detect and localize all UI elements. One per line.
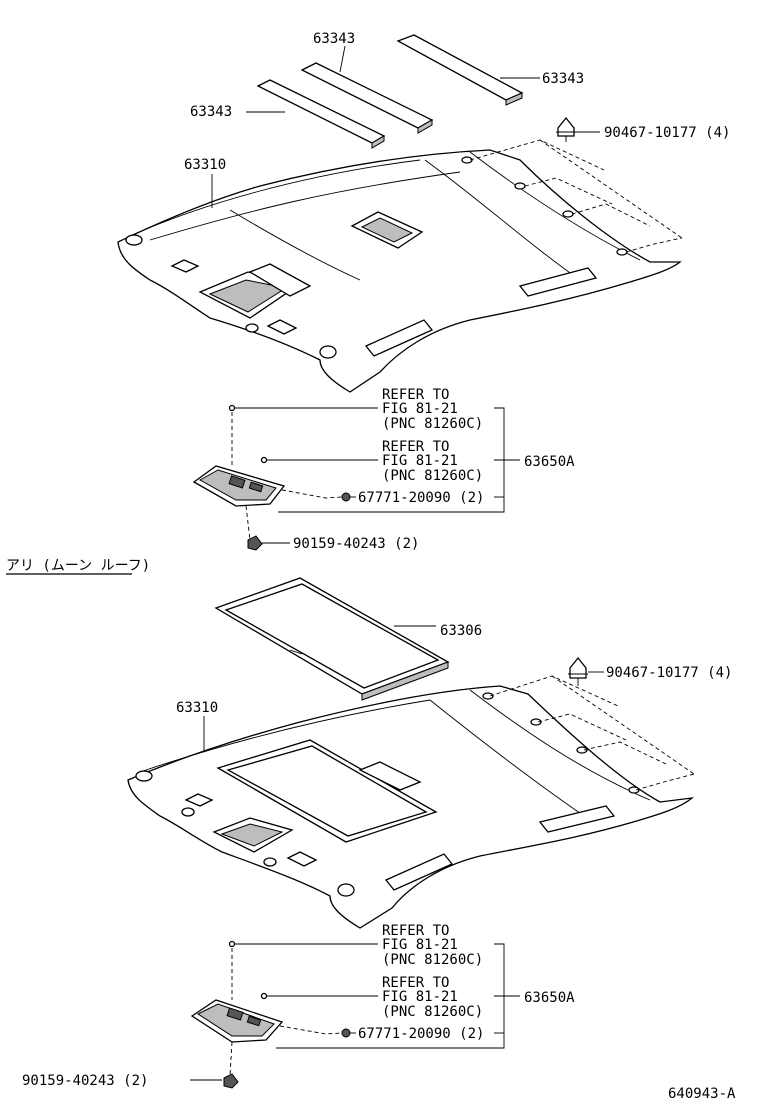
nut-label-lower: 67771-20090 (2) xyxy=(358,1026,484,1042)
screw-label-lower: 90159-40243 (2) xyxy=(22,1073,148,1089)
sound-pad-right xyxy=(396,34,524,106)
headliner-label-upper: 63310 xyxy=(184,157,226,173)
figure-code: 640943-A xyxy=(668,1086,736,1102)
pad-label-3: 63343 xyxy=(190,104,232,120)
refer-upper-2-line-2: FIG 81-21 xyxy=(382,453,458,469)
refer-lower-2-line-3: (PNC 81260C) xyxy=(382,1004,483,1020)
sound-pad-left xyxy=(256,79,386,149)
headliner-label-lower: 63310 xyxy=(176,700,218,716)
clip-lower xyxy=(568,656,588,686)
section-heading: アリ (ムーン ルーフ) xyxy=(6,558,150,574)
panel-label-lower: 63306 xyxy=(440,623,482,639)
screw-label-upper: 90159-40243 (2) xyxy=(293,536,419,552)
refer-upper-1-line-3: (PNC 81260C) xyxy=(382,416,483,432)
refer-lower-2-line-1: REFER TO xyxy=(382,975,449,991)
sunshade-panel xyxy=(214,577,450,701)
clip-label-upper: 90467-10177 (4) xyxy=(604,125,730,141)
refer-lower-1-line-2: FIG 81-21 xyxy=(382,937,458,953)
lamp-lower xyxy=(190,999,284,1043)
lamp-upper xyxy=(192,465,286,507)
nut-label-upper: 67771-20090 (2) xyxy=(358,490,484,506)
refer-upper-1-line-2: FIG 81-21 xyxy=(382,401,458,417)
headliner-upper xyxy=(117,149,682,393)
refer-lower-1-line-3: (PNC 81260C) xyxy=(382,952,483,968)
screw-upper xyxy=(247,535,263,551)
refer-upper-2-line-1: REFER TO xyxy=(382,439,449,455)
lamp-label-upper: 63650A xyxy=(524,454,575,470)
pad-label-2: 63343 xyxy=(542,71,584,87)
lamp-label-lower: 63650A xyxy=(524,990,575,1006)
refer-lower-2-line-2: FIG 81-21 xyxy=(382,989,458,1005)
refer-upper-1-line-1: REFER TO xyxy=(382,387,449,403)
sound-pad-middle xyxy=(300,62,434,134)
upper-assembly: 63343 63343 63343 63310 90467-10177 (4) … xyxy=(117,31,730,552)
clip-upper xyxy=(556,116,576,142)
clip-label-lower: 90467-10177 (4) xyxy=(606,665,732,681)
refer-lower-1-line-1: REFER TO xyxy=(382,923,449,939)
refer-upper-2-line-3: (PNC 81260C) xyxy=(382,468,483,484)
headliner-lower xyxy=(127,685,695,929)
pad-label-1: 63343 xyxy=(313,31,355,47)
screw-lower xyxy=(223,1073,239,1089)
lower-assembly: 63306 90467-10177 (4) 63310 REFER TO FIG… xyxy=(22,577,732,1089)
